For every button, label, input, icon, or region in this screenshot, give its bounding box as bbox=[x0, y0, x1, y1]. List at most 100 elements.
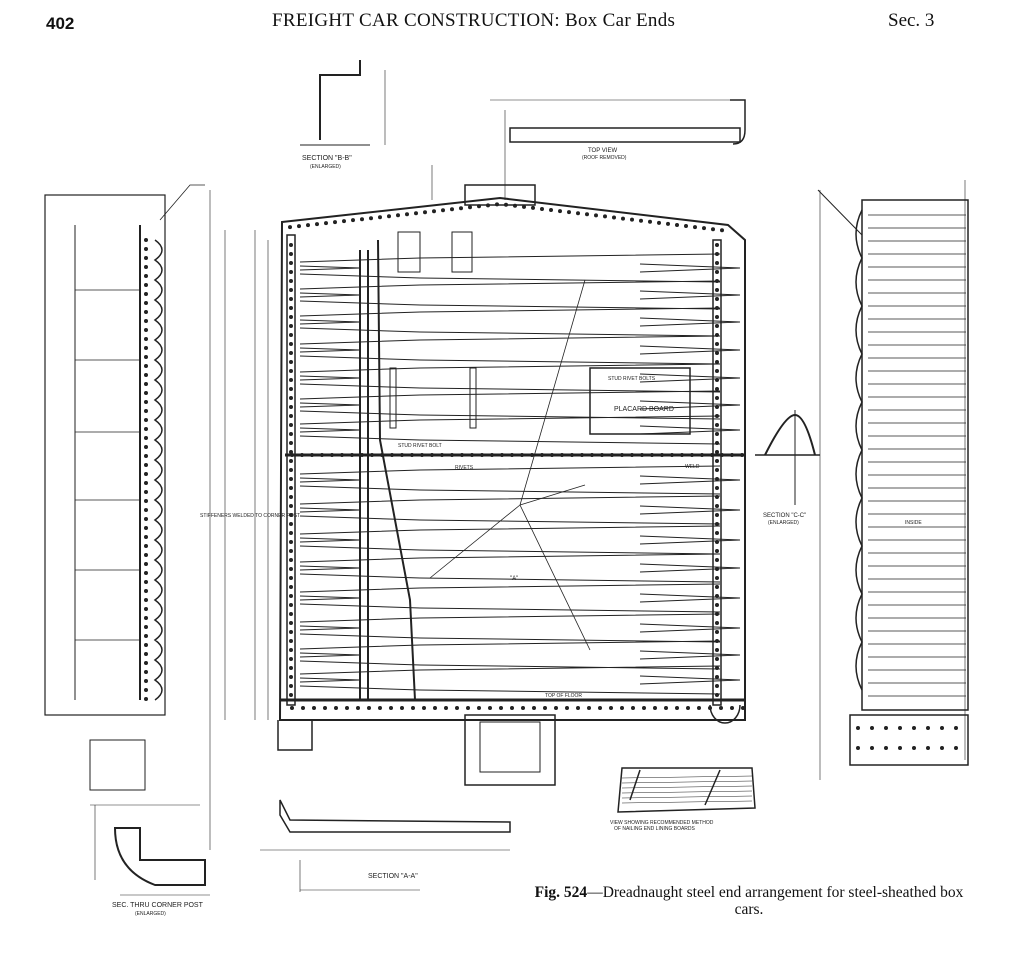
rivet bbox=[405, 212, 409, 217]
rivet bbox=[558, 209, 562, 214]
rivet bbox=[144, 238, 148, 242]
rivet bbox=[554, 706, 558, 710]
rivet bbox=[653, 706, 657, 710]
nail bbox=[704, 769, 721, 806]
rivet bbox=[715, 513, 719, 517]
corrugation bbox=[299, 495, 721, 505]
rivet bbox=[912, 746, 916, 750]
rivet bbox=[719, 706, 723, 710]
rivet bbox=[565, 706, 569, 710]
rivet bbox=[289, 549, 293, 553]
corrugation-tip bbox=[639, 373, 741, 383]
rivet bbox=[367, 706, 371, 710]
rivet bbox=[488, 706, 492, 710]
corrugation bbox=[299, 390, 721, 400]
rivet bbox=[675, 706, 679, 710]
rivet bbox=[468, 205, 472, 210]
note-leader bbox=[159, 184, 205, 221]
rivet bbox=[715, 558, 719, 562]
rivet bbox=[570, 453, 574, 457]
top-bracket bbox=[464, 184, 536, 206]
rivet bbox=[620, 453, 624, 457]
rivet bbox=[144, 283, 148, 287]
corrugation-tip bbox=[299, 652, 361, 658]
rivet bbox=[144, 265, 148, 269]
corrugation-tip bbox=[299, 477, 361, 483]
rivet bbox=[370, 453, 374, 457]
rivet bbox=[715, 360, 719, 364]
rivet bbox=[600, 453, 604, 457]
rivet bbox=[702, 226, 706, 231]
rivet bbox=[499, 706, 503, 710]
wood-grain bbox=[621, 795, 753, 799]
rivet bbox=[144, 535, 148, 539]
rivet bbox=[884, 746, 888, 750]
corrugation bbox=[299, 300, 721, 310]
leader bbox=[519, 504, 591, 651]
rivet bbox=[144, 670, 148, 674]
rivet bbox=[144, 688, 148, 692]
rivet bbox=[697, 706, 701, 710]
rivet bbox=[289, 315, 293, 319]
corrugation-tip bbox=[639, 563, 741, 573]
rivet bbox=[144, 472, 148, 476]
rivet bbox=[144, 409, 148, 413]
rivet bbox=[289, 378, 293, 382]
rivet bbox=[289, 657, 293, 661]
rivet bbox=[940, 726, 944, 730]
rivet bbox=[144, 598, 148, 602]
rivet bbox=[532, 706, 536, 710]
rivet bbox=[144, 652, 148, 656]
rivet bbox=[289, 423, 293, 427]
rivet bbox=[630, 453, 634, 457]
rivet bbox=[289, 486, 293, 490]
rivet bbox=[926, 726, 930, 730]
rivet bbox=[144, 589, 148, 593]
rivet bbox=[389, 706, 393, 710]
rivet bbox=[289, 432, 293, 436]
section-aa-profile bbox=[279, 799, 511, 833]
leader bbox=[429, 504, 521, 579]
rivet bbox=[289, 594, 293, 598]
rivet bbox=[144, 400, 148, 404]
rivet bbox=[289, 405, 293, 409]
rivet bbox=[954, 726, 958, 730]
rivet bbox=[289, 288, 293, 292]
corrugation bbox=[299, 465, 721, 475]
rivet bbox=[444, 706, 448, 710]
corrugation-tip bbox=[299, 507, 361, 513]
rivet bbox=[715, 621, 719, 625]
rivet bbox=[639, 218, 643, 223]
rivet bbox=[660, 453, 664, 457]
corrugation bbox=[299, 280, 721, 290]
rivet bbox=[144, 553, 148, 557]
corrugation-tip bbox=[639, 263, 741, 273]
rivet bbox=[289, 639, 293, 643]
rivet bbox=[630, 217, 634, 222]
rivet bbox=[441, 208, 445, 213]
rivet bbox=[387, 214, 391, 219]
rivet bbox=[715, 576, 719, 580]
rivet bbox=[870, 746, 874, 750]
placard-board bbox=[589, 367, 691, 435]
corrugation bbox=[299, 435, 721, 445]
rivet bbox=[490, 453, 494, 457]
corrugation bbox=[299, 685, 721, 695]
leader bbox=[519, 484, 586, 506]
rivet bbox=[289, 693, 293, 697]
rivet bbox=[144, 517, 148, 521]
wood-grain bbox=[621, 790, 753, 794]
rivet bbox=[378, 215, 382, 220]
rivet bbox=[912, 726, 916, 730]
label-section-bb-sub: (ENLARGED) bbox=[310, 164, 341, 170]
corrugation-tip bbox=[299, 595, 361, 601]
rivet bbox=[289, 459, 293, 463]
rivet bbox=[144, 616, 148, 620]
rivet bbox=[144, 355, 148, 359]
rivet bbox=[460, 453, 464, 457]
rivet bbox=[144, 391, 148, 395]
rivet bbox=[333, 220, 337, 225]
rivet bbox=[289, 585, 293, 589]
rivet bbox=[289, 468, 293, 472]
rivet bbox=[884, 726, 888, 730]
